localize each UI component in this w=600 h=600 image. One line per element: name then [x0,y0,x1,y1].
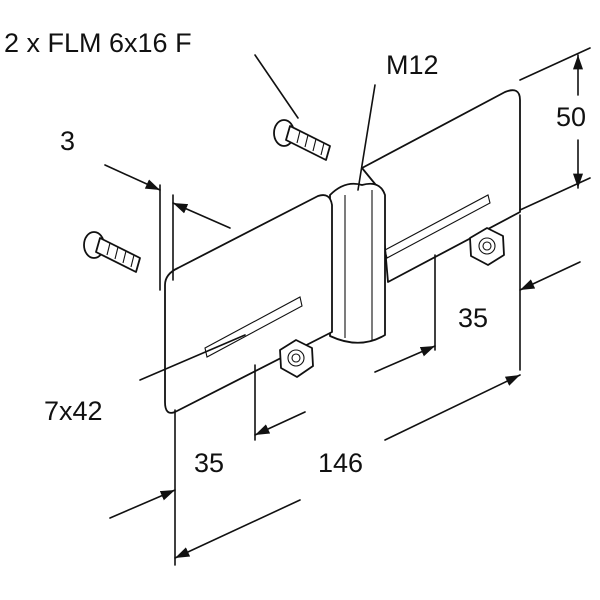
nut-right [469,227,505,266]
height-dimension: 50 [556,102,587,132]
slot-size-label: 7x42 [44,396,103,426]
length-dimension: 146 [318,448,364,478]
bolt-label: M12 [386,50,439,80]
thickness-dimension: 3 [60,126,76,156]
right-slot [384,194,491,259]
slot-offset-right-dimension: 35 [458,303,489,333]
left-plate [164,194,333,414]
nut-left [279,339,314,378]
right-plate [361,89,521,283]
left-slot [204,296,303,358]
screw-left [83,231,141,273]
screw-right [273,119,331,161]
hinge-knuckle [329,182,386,344]
slot-offset-left-dimension: 35 [194,448,225,478]
screws-label: 2 x FLM 6x16 F [4,28,192,58]
